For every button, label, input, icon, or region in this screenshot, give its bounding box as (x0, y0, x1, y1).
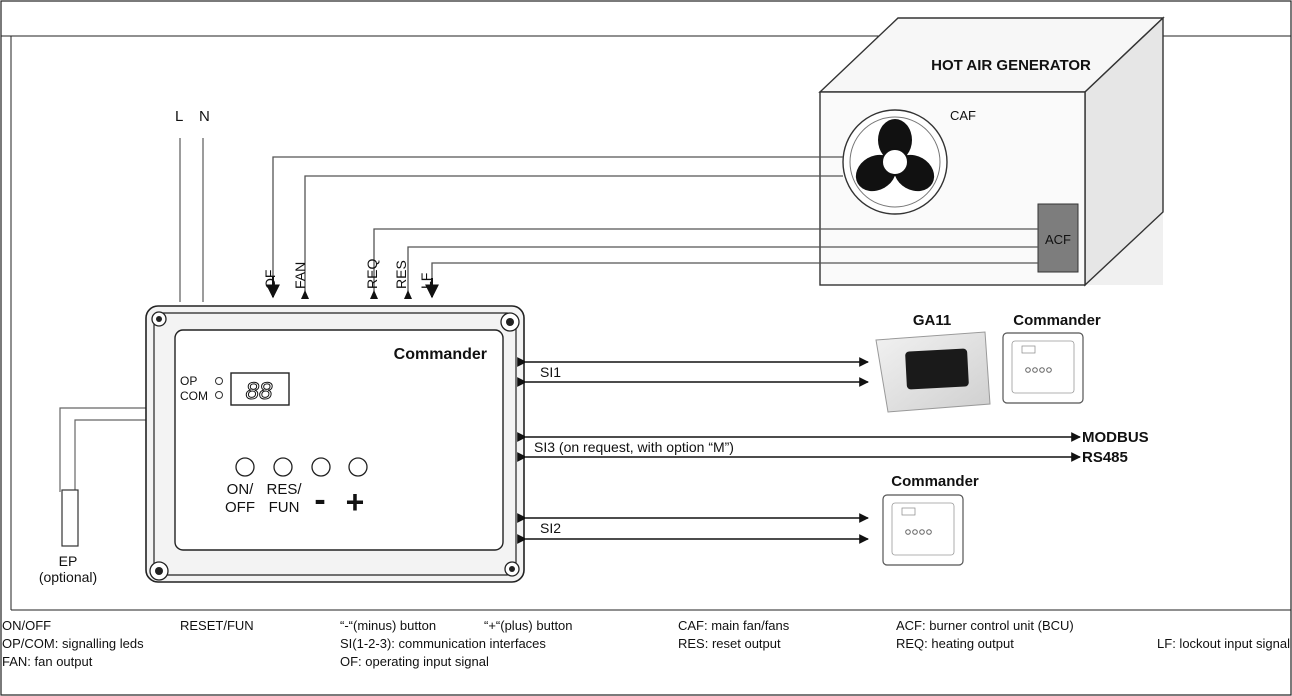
legend-plus: “+“(plus) button (484, 618, 573, 633)
n-label: N (199, 108, 210, 125)
led-com-label: COM (180, 389, 208, 403)
ep-probe: EP (optional) (39, 407, 148, 585)
res-label: RES (393, 260, 409, 289)
ga11-label: GA11 (913, 312, 951, 329)
legend: ON/OFF RESET/FUN “-“(minus) button “+“(p… (2, 618, 1290, 669)
commander-controller: Commander OP COM 88 ON/ OFF RES/ FUN - + (145, 305, 525, 583)
legend-si: SI(1-2-3): communication interfaces (340, 636, 546, 651)
modbus-label: MODBUS (1082, 429, 1149, 446)
legend-onoff: ON/OFF (2, 618, 51, 633)
seven-segment-display (230, 372, 290, 406)
rs485-label: RS485 (1082, 449, 1128, 466)
ga11-device: GA11 (875, 312, 991, 413)
legend-resetfun: RESET/FUN (180, 618, 254, 633)
resfun-button[interactable] (273, 457, 293, 477)
commander-device-top: Commander (1002, 312, 1101, 404)
si3-label: SI3 (on request, with option “M”) (534, 439, 734, 455)
legend-opcom: OP/COM: signalling leds (2, 636, 144, 651)
si1-label: SI1 (540, 364, 561, 380)
plus-label: + (346, 484, 365, 520)
ga11-screen (905, 348, 969, 390)
lf-label: LF (418, 273, 434, 289)
communication-links (517, 357, 1081, 544)
fan-label: FAN (292, 262, 308, 289)
commander-top-label: Commander (1013, 312, 1101, 329)
legend-of: OF: operating input signal (340, 654, 489, 669)
resfun-label-1: RES/ (266, 481, 302, 498)
legend-lf: LF: lockout input signal (1157, 636, 1290, 651)
legend-acf: ACF: burner control unit (BCU) (896, 618, 1074, 633)
led-com (215, 391, 223, 399)
legend-fan: FAN: fan output (2, 654, 93, 669)
si2-label: SI2 (540, 520, 561, 536)
legend-req: REQ: heating output (896, 636, 1014, 651)
led-op-label: OP (180, 374, 197, 388)
minus-label: - (314, 481, 325, 519)
caf-label: CAF (950, 108, 976, 123)
commander-bottom-label: Commander (891, 473, 979, 490)
of-label: OF (262, 270, 278, 289)
generator-title: HOT AIR GENERATOR (931, 57, 1091, 74)
ep-label: EP (59, 553, 78, 569)
commander-title: Commander (394, 346, 487, 363)
ep-note: (optional) (39, 569, 97, 585)
commander-device-bottom: Commander (882, 473, 979, 566)
onoff-label-1: ON/ (227, 481, 255, 498)
legend-caf: CAF: main fan/fans (678, 618, 790, 633)
onoff-button[interactable] (235, 457, 255, 477)
minus-button[interactable] (311, 457, 331, 477)
acf-label: ACF (1045, 232, 1071, 247)
legend-minus: “-“(minus) button (340, 618, 436, 633)
led-op (215, 377, 223, 385)
l-label: L (175, 108, 183, 125)
onoff-label-2: OFF (225, 499, 255, 516)
fan-icon (842, 109, 948, 215)
acf-unit (1037, 203, 1079, 273)
power-lines: L N (175, 108, 210, 302)
legend-res: RES: reset output (678, 636, 781, 651)
hot-air-generator: HOT AIR GENERATOR CAF ACF (818, 16, 1165, 287)
resfun-label-2: FUN (269, 499, 300, 516)
plus-button[interactable] (348, 457, 368, 477)
req-label: REQ (364, 259, 380, 289)
display-digits: 88 (246, 378, 273, 405)
